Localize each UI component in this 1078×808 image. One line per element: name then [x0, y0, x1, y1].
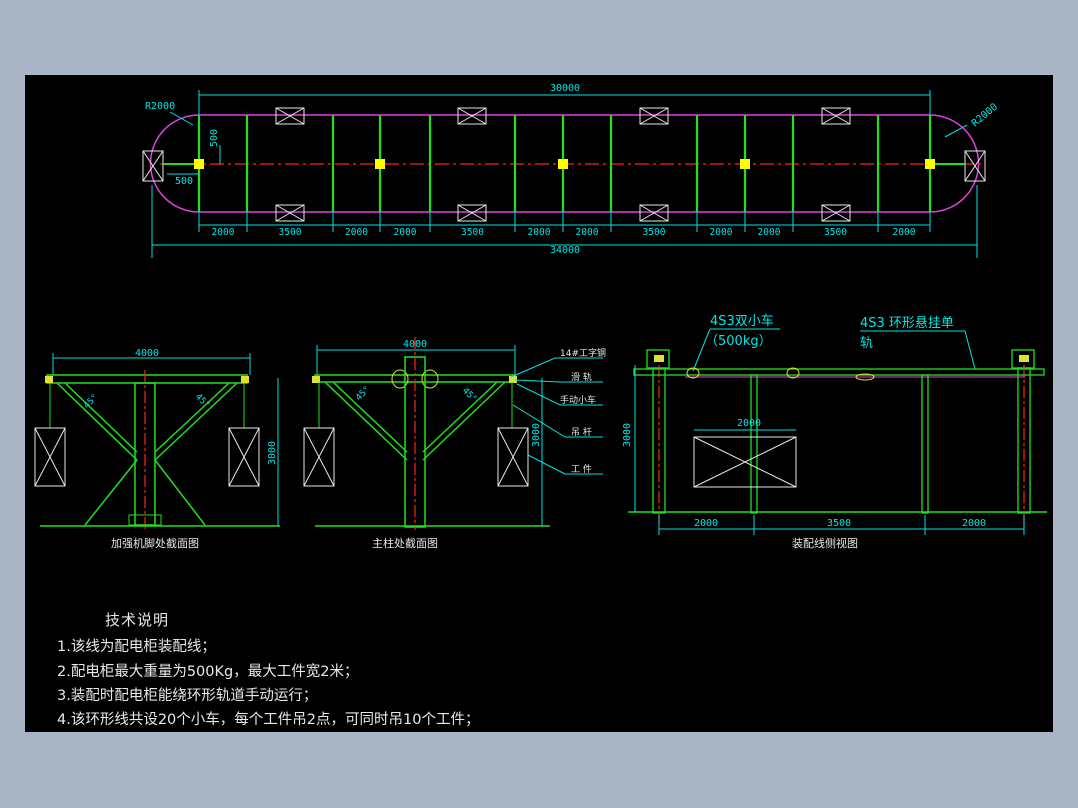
trolley-box	[457, 107, 487, 125]
segment-dim: 2000	[345, 227, 368, 238]
middle-caption: 主柱处截面图	[372, 536, 438, 550]
callout-beam: 14#工字钢	[560, 347, 606, 359]
rail-label-2: 轨	[860, 336, 873, 351]
plan-node	[558, 159, 568, 169]
plan-nodes	[194, 159, 935, 169]
radius-right-label: R2000	[970, 102, 1000, 130]
left-angle-left: 45°	[82, 393, 101, 412]
trolley-box	[821, 204, 851, 222]
segment-dim: 2000	[758, 227, 781, 238]
segment-dim: 2000	[212, 227, 235, 238]
left-width-dim: 4000	[135, 348, 159, 359]
plan-boxes	[275, 107, 851, 222]
side-dim-1: 2000	[694, 518, 718, 529]
middle-height-dim: 3000	[531, 423, 542, 447]
middle-angle-left: 45°	[354, 385, 373, 404]
section-view-left: 4000 45° 45° 3000 加强机脚处截面图	[34, 348, 280, 550]
end-box-left	[142, 150, 164, 182]
radius-left-label: R2000	[145, 101, 175, 112]
trolley-box	[639, 204, 669, 222]
callout-hanger: 吊 杆	[571, 426, 592, 438]
segment-dim: 2000	[576, 227, 599, 238]
left-caption: 加强机脚处截面图	[111, 536, 199, 550]
trolley-box	[821, 107, 851, 125]
rail-label-1: 4S3 环形悬挂单	[860, 316, 954, 331]
right-height-dim: 3000	[622, 423, 633, 447]
segment-dim: 3500	[461, 227, 484, 238]
side-dim-3: 2000	[962, 518, 986, 529]
left-angle-right: 45°	[193, 392, 212, 411]
dim-top-total: 30000	[550, 83, 580, 94]
plan-node	[925, 159, 935, 169]
plan-node	[375, 159, 385, 169]
trolley-box	[275, 107, 305, 125]
right-caption: 装配线侧视图	[792, 536, 858, 550]
segment-dim: 3500	[824, 227, 847, 238]
side-dim-2: 3500	[827, 518, 851, 529]
dim-horizontal-500: 500	[175, 176, 193, 187]
plan-node	[194, 159, 204, 169]
callout-trolley: 手动小车	[560, 394, 596, 406]
trolley-label-2: （500kg）	[705, 334, 772, 349]
segment-dim: 3500	[279, 227, 302, 238]
trolley-box	[639, 107, 669, 125]
segment-dim: 2000	[528, 227, 551, 238]
callout-rail: 滑 轨	[571, 371, 592, 383]
trolley-box	[457, 204, 487, 222]
dim-vertical-500: 500	[209, 129, 220, 147]
segment-dim: 2000	[710, 227, 733, 238]
dim-bottom-total: 34000	[550, 245, 580, 256]
segment-dim: 3500	[643, 227, 666, 238]
section-view-middle: 4000 45° 45° 3000 14#工字钢 滑 轨	[303, 337, 606, 550]
callout-workpiece: 工 件	[571, 463, 592, 475]
side-view-right: 4S3双小车 （500kg） 4S3 环形悬挂单 轨	[622, 313, 1047, 550]
plan-node	[740, 159, 750, 169]
end-box-right	[964, 150, 986, 182]
segment-dim: 2000	[893, 227, 916, 238]
segment-dims: 2000 3500 2000 2000 3500 2000 2000 3500 2000 2000…	[212, 227, 916, 238]
trolley-box	[275, 204, 305, 222]
segment-dim: 2000	[394, 227, 417, 238]
left-height-dim: 3000	[267, 441, 278, 465]
trolley-label-1: 4S3双小车	[710, 313, 774, 329]
workpiece-dim: 2000	[737, 418, 761, 429]
